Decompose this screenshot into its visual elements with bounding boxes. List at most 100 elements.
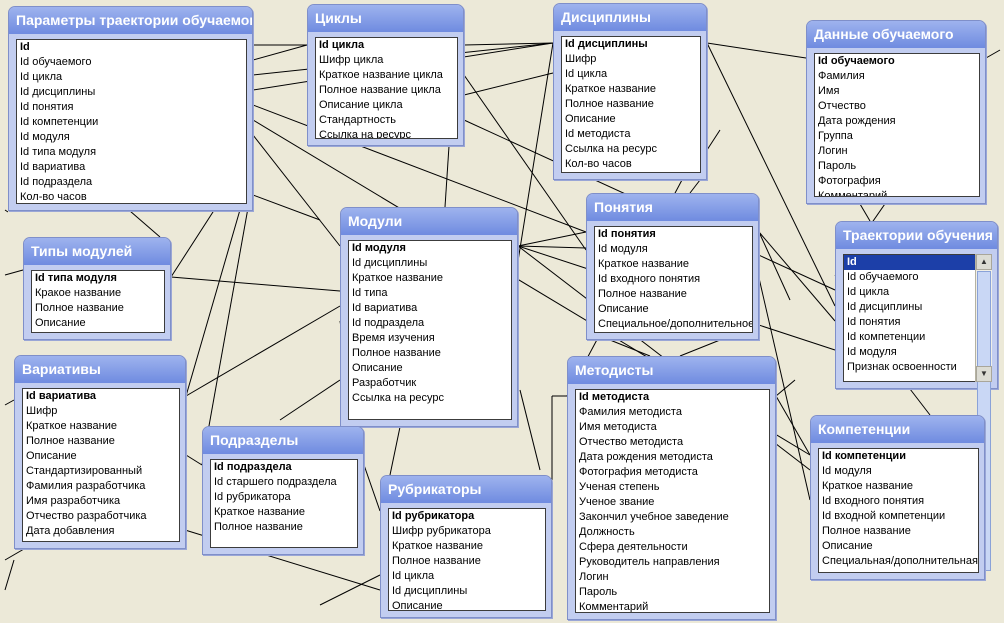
field[interactable]: Логин xyxy=(818,145,848,157)
field[interactable]: Id вариатива xyxy=(352,302,418,314)
table-title[interactable]: Рубрикаторы xyxy=(381,476,551,503)
field[interactable]: Ссылка на ресурс xyxy=(352,392,444,404)
primary-key-field[interactable]: Id цикла xyxy=(319,39,365,51)
field[interactable]: Имя разработчика xyxy=(26,495,121,507)
primary-key-field[interactable]: Id понятия xyxy=(598,228,656,240)
field[interactable]: Id цикла xyxy=(392,570,435,582)
field[interactable]: Id понятия xyxy=(847,316,901,328)
table-title[interactable]: Вариативы xyxy=(15,356,185,383)
table-title[interactable]: Траектории обучения xyxy=(836,222,997,249)
table-title[interactable]: Модули xyxy=(341,208,517,235)
primary-key-field[interactable]: Id xyxy=(844,255,975,270)
primary-key-field[interactable]: Id методиста xyxy=(579,391,650,403)
field[interactable]: Ссылка на ресурс xyxy=(565,143,657,155)
primary-key-field[interactable]: Id xyxy=(20,41,30,53)
field[interactable]: Имя xyxy=(818,85,840,97)
field[interactable]: Id дисциплины xyxy=(847,301,923,313)
field[interactable]: Описание xyxy=(26,450,77,462)
field[interactable]: Полное название xyxy=(352,347,441,359)
field[interactable]: Id старшего подраздела xyxy=(214,476,337,488)
field[interactable]: Описание цикла xyxy=(319,99,403,111)
field[interactable]: Время изучения xyxy=(352,332,435,344)
field[interactable]: Кол-во часов xyxy=(20,191,87,203)
field[interactable]: Id входного понятия xyxy=(822,495,925,507)
field[interactable]: Id типа xyxy=(352,287,388,299)
field[interactable]: Id типа модуля xyxy=(20,146,97,158)
field[interactable]: Краткое название xyxy=(26,420,117,432)
field[interactable]: Фамилия xyxy=(818,70,865,82)
field[interactable]: Краткое название xyxy=(392,540,483,552)
field[interactable]: Описание xyxy=(352,362,403,374)
field[interactable]: Отчество методиста xyxy=(579,436,684,448)
field[interactable]: Краткое название xyxy=(565,83,656,95)
field[interactable]: Признак освоенности xyxy=(847,361,957,373)
field[interactable]: Id модуля xyxy=(847,346,897,358)
field[interactable]: Id цикла xyxy=(565,68,608,80)
field[interactable]: Дата рождения методиста xyxy=(579,451,713,463)
field[interactable]: Полное название цикла xyxy=(319,84,441,96)
field[interactable]: Id компетенции xyxy=(847,331,926,343)
field[interactable]: Полное название xyxy=(598,288,687,300)
field[interactable]: Id модуля xyxy=(598,243,648,255)
primary-key-field[interactable]: Id модуля xyxy=(352,242,406,254)
primary-key-field[interactable]: Id обучаемого xyxy=(818,55,895,67)
field[interactable]: Стандартность xyxy=(319,114,396,126)
field[interactable]: Id цикла xyxy=(847,286,890,298)
field[interactable]: Шифр цикла xyxy=(319,54,384,66)
field[interactable]: Шифр xyxy=(26,405,58,417)
field[interactable]: Id модуля xyxy=(20,131,70,143)
scroll-down-icon[interactable]: ▼ xyxy=(976,366,992,382)
field[interactable]: Краткое название xyxy=(214,506,305,518)
field[interactable]: Описание xyxy=(598,303,649,315)
field[interactable]: Руководитель направления xyxy=(579,556,720,568)
field[interactable]: Специальное/дополнительное xyxy=(598,318,752,330)
field[interactable]: Кол-во часов xyxy=(565,158,632,170)
field[interactable]: Id обучаемого xyxy=(847,271,919,283)
field[interactable]: Краткое название xyxy=(352,272,443,284)
field[interactable]: Краткое название цикла xyxy=(319,69,443,81)
table-title[interactable]: Дисциплины xyxy=(554,4,706,31)
field[interactable]: Дата рождения xyxy=(818,115,896,127)
field[interactable]: Закончил учебное заведение xyxy=(579,511,729,523)
field[interactable]: Комментарий xyxy=(818,190,888,197)
table-title[interactable]: Параметры траектории обучаемого xyxy=(9,7,252,34)
field[interactable]: Отчество разработчика xyxy=(26,510,147,522)
vertical-scrollbar[interactable]: ▲▼ xyxy=(975,254,992,571)
field[interactable]: Описание xyxy=(822,540,873,552)
field[interactable]: Отчество xyxy=(818,100,866,112)
field[interactable]: Id рубрикатора xyxy=(214,491,291,503)
field[interactable]: Ссылка на ресурс xyxy=(319,129,411,139)
field[interactable]: Id входной компетенции xyxy=(822,510,946,522)
field[interactable]: Id дисциплины xyxy=(20,86,96,98)
field[interactable]: Описание xyxy=(565,113,616,125)
field[interactable]: Пароль xyxy=(818,160,857,172)
field[interactable]: Имя методиста xyxy=(579,421,657,433)
field[interactable]: Стандартизированный xyxy=(26,465,143,477)
field[interactable]: Группа xyxy=(818,130,853,142)
table-title[interactable]: Методисты xyxy=(568,357,775,384)
field[interactable]: Разработчик xyxy=(352,377,417,389)
primary-key-field[interactable]: Id дисциплины xyxy=(565,38,648,50)
field[interactable]: Id методиста xyxy=(565,128,631,140)
field[interactable]: Id вариатива xyxy=(20,161,86,173)
primary-key-field[interactable]: Id типа модуля xyxy=(35,272,117,284)
field[interactable]: Id дисциплины xyxy=(352,257,428,269)
field[interactable]: Полное название xyxy=(35,302,124,314)
primary-key-field[interactable]: Id компетенции xyxy=(822,450,906,462)
field[interactable]: Ученое звание xyxy=(579,496,655,508)
field[interactable]: Id обучаемого xyxy=(20,56,92,68)
field[interactable]: Фотография xyxy=(818,175,881,187)
